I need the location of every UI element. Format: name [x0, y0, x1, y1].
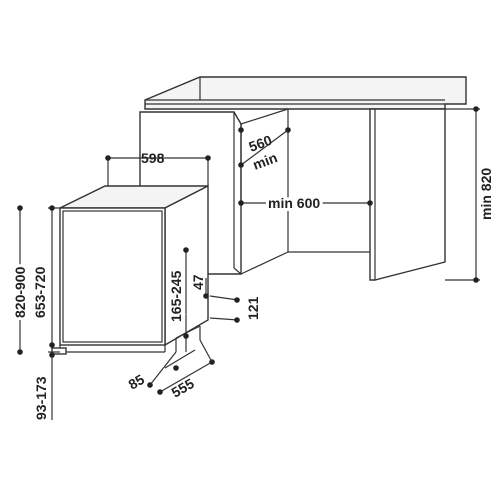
niche-height-label: min 820 — [478, 168, 494, 220]
niche-back-left — [240, 108, 289, 125]
niche-depth-value-label: 560 — [247, 132, 275, 155]
right-cabinet — [369, 108, 446, 281]
total-height-label: 820-900 — [12, 266, 28, 318]
foot-setback-label: 85 — [126, 371, 148, 393]
appliance-width-label: 598 — [141, 150, 165, 166]
plinth-depth-label: 121 — [245, 296, 261, 320]
niche-depth-min-label: min — [251, 149, 280, 173]
dishwasher-door — [59, 207, 166, 346]
foot-height-label: 93-173 — [33, 376, 49, 420]
worktop — [144, 76, 467, 110]
niche-width-label: min 600 — [268, 195, 320, 211]
dishwasher — [51, 184, 209, 355]
plinth-height-label: 165-245 — [168, 270, 184, 322]
body-height-label: 653-720 — [32, 266, 48, 318]
overall-depth-label: 555 — [169, 375, 197, 401]
plinth-offset-label: 47 — [190, 274, 206, 290]
niche-floor — [240, 251, 289, 275]
dimension-lines — [17, 106, 480, 420]
dishwasher-foot — [51, 347, 67, 355]
